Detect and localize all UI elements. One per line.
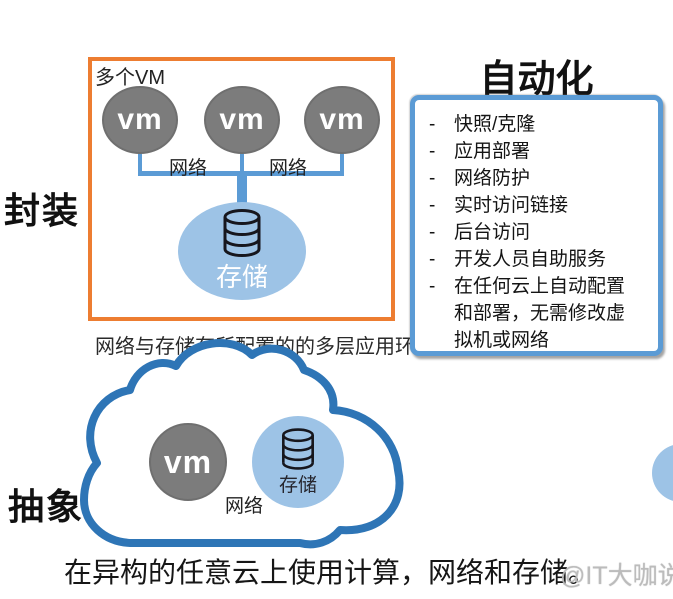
connector-line	[240, 152, 244, 174]
connector-line	[138, 152, 142, 174]
list-item-text: 实时访问链接	[454, 195, 569, 216]
vm-logo-text: vm	[163, 443, 213, 480]
network-label: 网络	[168, 158, 207, 179]
list-item-text: 应用部署	[454, 141, 531, 162]
list-item-text: 快照/克隆	[454, 114, 536, 135]
bullet-dash: -	[429, 141, 436, 162]
database-icon	[223, 208, 261, 257]
storage-label: 存储	[215, 261, 268, 292]
vm-icon: vm	[304, 86, 380, 154]
vm-logo-text: vm	[219, 103, 265, 136]
bullet-dash: -	[429, 222, 436, 243]
vm-icon: vm	[102, 86, 178, 154]
list-item: -应用部署	[429, 138, 650, 165]
database-icon	[282, 427, 314, 470]
list-item-text: 在任何云上自动配置和部署，无需修改虚拟机或网络	[454, 276, 626, 351]
vm-icon: vm	[204, 86, 280, 154]
list-item: -网络防护	[429, 165, 650, 192]
bullet-dash: -	[429, 195, 436, 216]
automation-title: 自动化	[479, 59, 594, 101]
connector-stem	[237, 171, 247, 209]
encapsulation-label: 封装	[4, 190, 81, 231]
vm-logo-text: vm	[319, 103, 365, 136]
network-label: 网络	[268, 158, 307, 179]
list-item-text: 网络防护	[454, 168, 531, 189]
list-item-text: 开发人员自助服务	[454, 249, 607, 270]
bullet-dash: -	[429, 114, 436, 135]
list-item: -实时访问链接	[429, 192, 650, 219]
bullet-dash: -	[429, 168, 436, 189]
encapsulation-caption: 网络与存储有所配置的的多层应用环	[95, 336, 415, 358]
bullet-dash: -	[429, 276, 436, 297]
list-item: -开发人员自助服务	[429, 246, 650, 273]
automation-list: -快照/克隆 -应用部署 -网络防护 -实时访问链接 -后台访问 -开发人员自助…	[429, 111, 650, 354]
watermark-text: @IT大咖说	[560, 562, 673, 590]
automation-box: -快照/克隆 -应用部署 -网络防护 -实时访问链接 -后台访问 -开发人员自助…	[410, 95, 663, 356]
storage-ellipse: 存储	[178, 202, 306, 300]
connector-line	[340, 152, 344, 174]
list-item-text: 后台访问	[454, 222, 531, 243]
vm-logo-text: vm	[117, 103, 163, 136]
partial-storage-circle	[652, 444, 673, 502]
abstraction-label: 抽象	[8, 486, 85, 527]
list-item: -在任何云上自动配置和部署，无需修改虚拟机或网络	[429, 273, 650, 354]
network-label: 网络	[224, 496, 263, 517]
storage-label: 存储	[278, 474, 317, 496]
cloud-shape	[80, 339, 404, 549]
abstraction-caption: 在异构的任意云上使用计算，网络和存储。	[64, 557, 597, 588]
list-item: -快照/克隆	[429, 111, 650, 138]
bullet-dash: -	[429, 249, 436, 270]
list-item: -后台访问	[429, 219, 650, 246]
multi-vm-label: 多个VM	[95, 67, 165, 89]
vm-icon: vm	[149, 423, 227, 501]
storage-circle: 存储	[252, 416, 344, 508]
